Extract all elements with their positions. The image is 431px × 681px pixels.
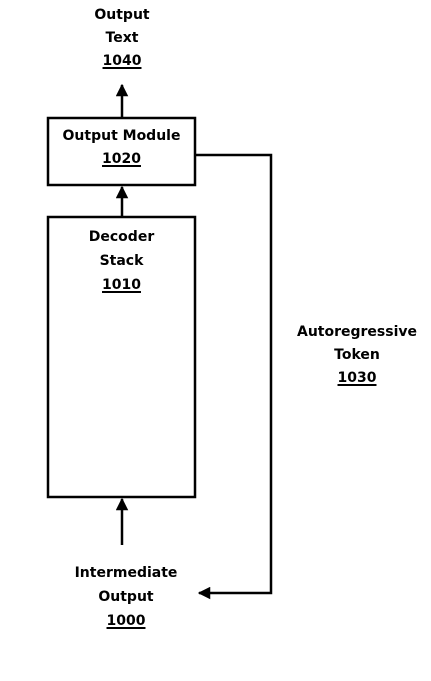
decoder-stack-line1: Decoder	[88, 229, 155, 245]
autoregressive-token-label: Autoregressive Token 1030	[291, 321, 423, 390]
intermediate-output-ref: 1000	[106, 613, 146, 629]
output-text-ref: 1040	[102, 53, 142, 69]
output-module-ref: 1020	[102, 151, 141, 167]
intermediate-output-line1: Intermediate	[74, 565, 178, 581]
decoder-stack-box	[46, 215, 197, 499]
output-text-label: Output Text 1040	[62, 4, 182, 73]
decoder-stack-ref: 1010	[102, 277, 141, 293]
intermediate-output-line2: Output	[98, 589, 154, 605]
output-text-line2: Text	[105, 30, 139, 46]
autoregressive-token-line1: Autoregressive	[296, 324, 418, 340]
decoder-stack-line2: Stack	[99, 253, 144, 269]
intermediate-output-label: Intermediate Output 1000	[56, 561, 196, 633]
output-text-line1: Output	[94, 7, 150, 23]
autoregressive-token-line2: Token	[334, 347, 380, 363]
output-module-title: Output Module	[62, 128, 181, 144]
autoregressive-feedback-arrow	[196, 153, 273, 600]
output-module-box	[46, 116, 197, 187]
autoregressive-token-ref: 1030	[337, 370, 377, 386]
decoder-stack-label: Decoder Stack 1010	[48, 225, 195, 297]
output-module-label: Output Module 1020	[48, 125, 195, 171]
